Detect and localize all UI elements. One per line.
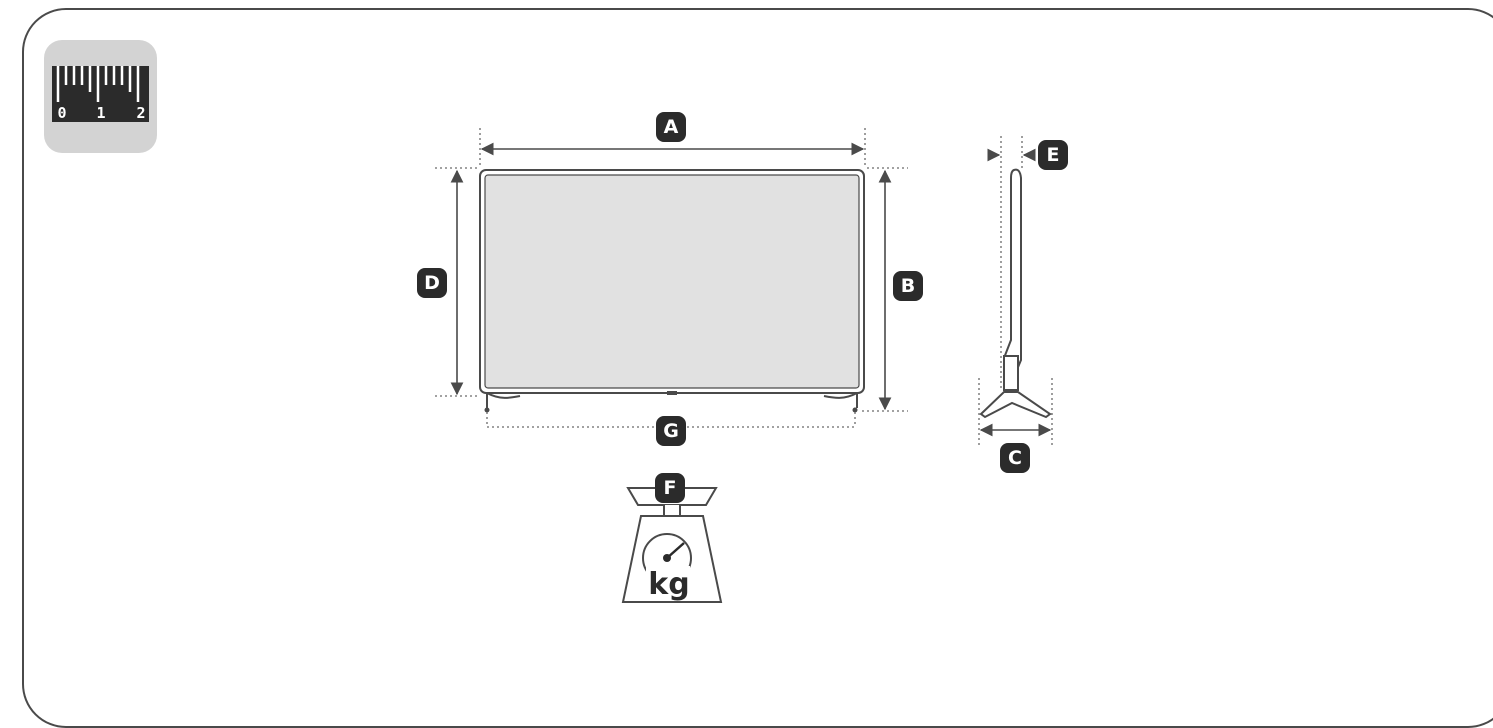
tv-front-view bbox=[479, 169, 865, 413]
badge-c-label: C bbox=[1008, 447, 1022, 469]
badge-d-label: D bbox=[424, 272, 440, 294]
dimension-arrows bbox=[450, 142, 1052, 437]
dimension-guides bbox=[435, 128, 1053, 445]
badge-f: F bbox=[655, 473, 685, 503]
badge-g: G bbox=[656, 416, 686, 446]
ruler-icon: 0 1 2 bbox=[52, 66, 149, 122]
ruler-number-2: 2 bbox=[136, 104, 145, 122]
badge-d: D bbox=[417, 268, 447, 298]
badge-e: E bbox=[1038, 140, 1068, 170]
scale-icon: kg bbox=[621, 487, 723, 603]
tv-side-view bbox=[979, 168, 1052, 419]
badge-b: B bbox=[893, 271, 923, 301]
badge-c: C bbox=[1000, 443, 1030, 473]
ruler-number-0: 0 bbox=[57, 104, 66, 122]
scale-unit-label: kg bbox=[648, 567, 689, 602]
badge-a-label: A bbox=[664, 116, 679, 138]
badge-e-label: E bbox=[1047, 144, 1060, 166]
ruler-number-1: 1 bbox=[96, 104, 105, 122]
badge-a: A bbox=[656, 112, 686, 142]
badge-b-label: B bbox=[901, 275, 915, 297]
badge-f-label: F bbox=[664, 477, 677, 499]
badge-g-label: G bbox=[663, 420, 679, 442]
dimension-diagram: 0 1 2 bbox=[52, 66, 1068, 603]
